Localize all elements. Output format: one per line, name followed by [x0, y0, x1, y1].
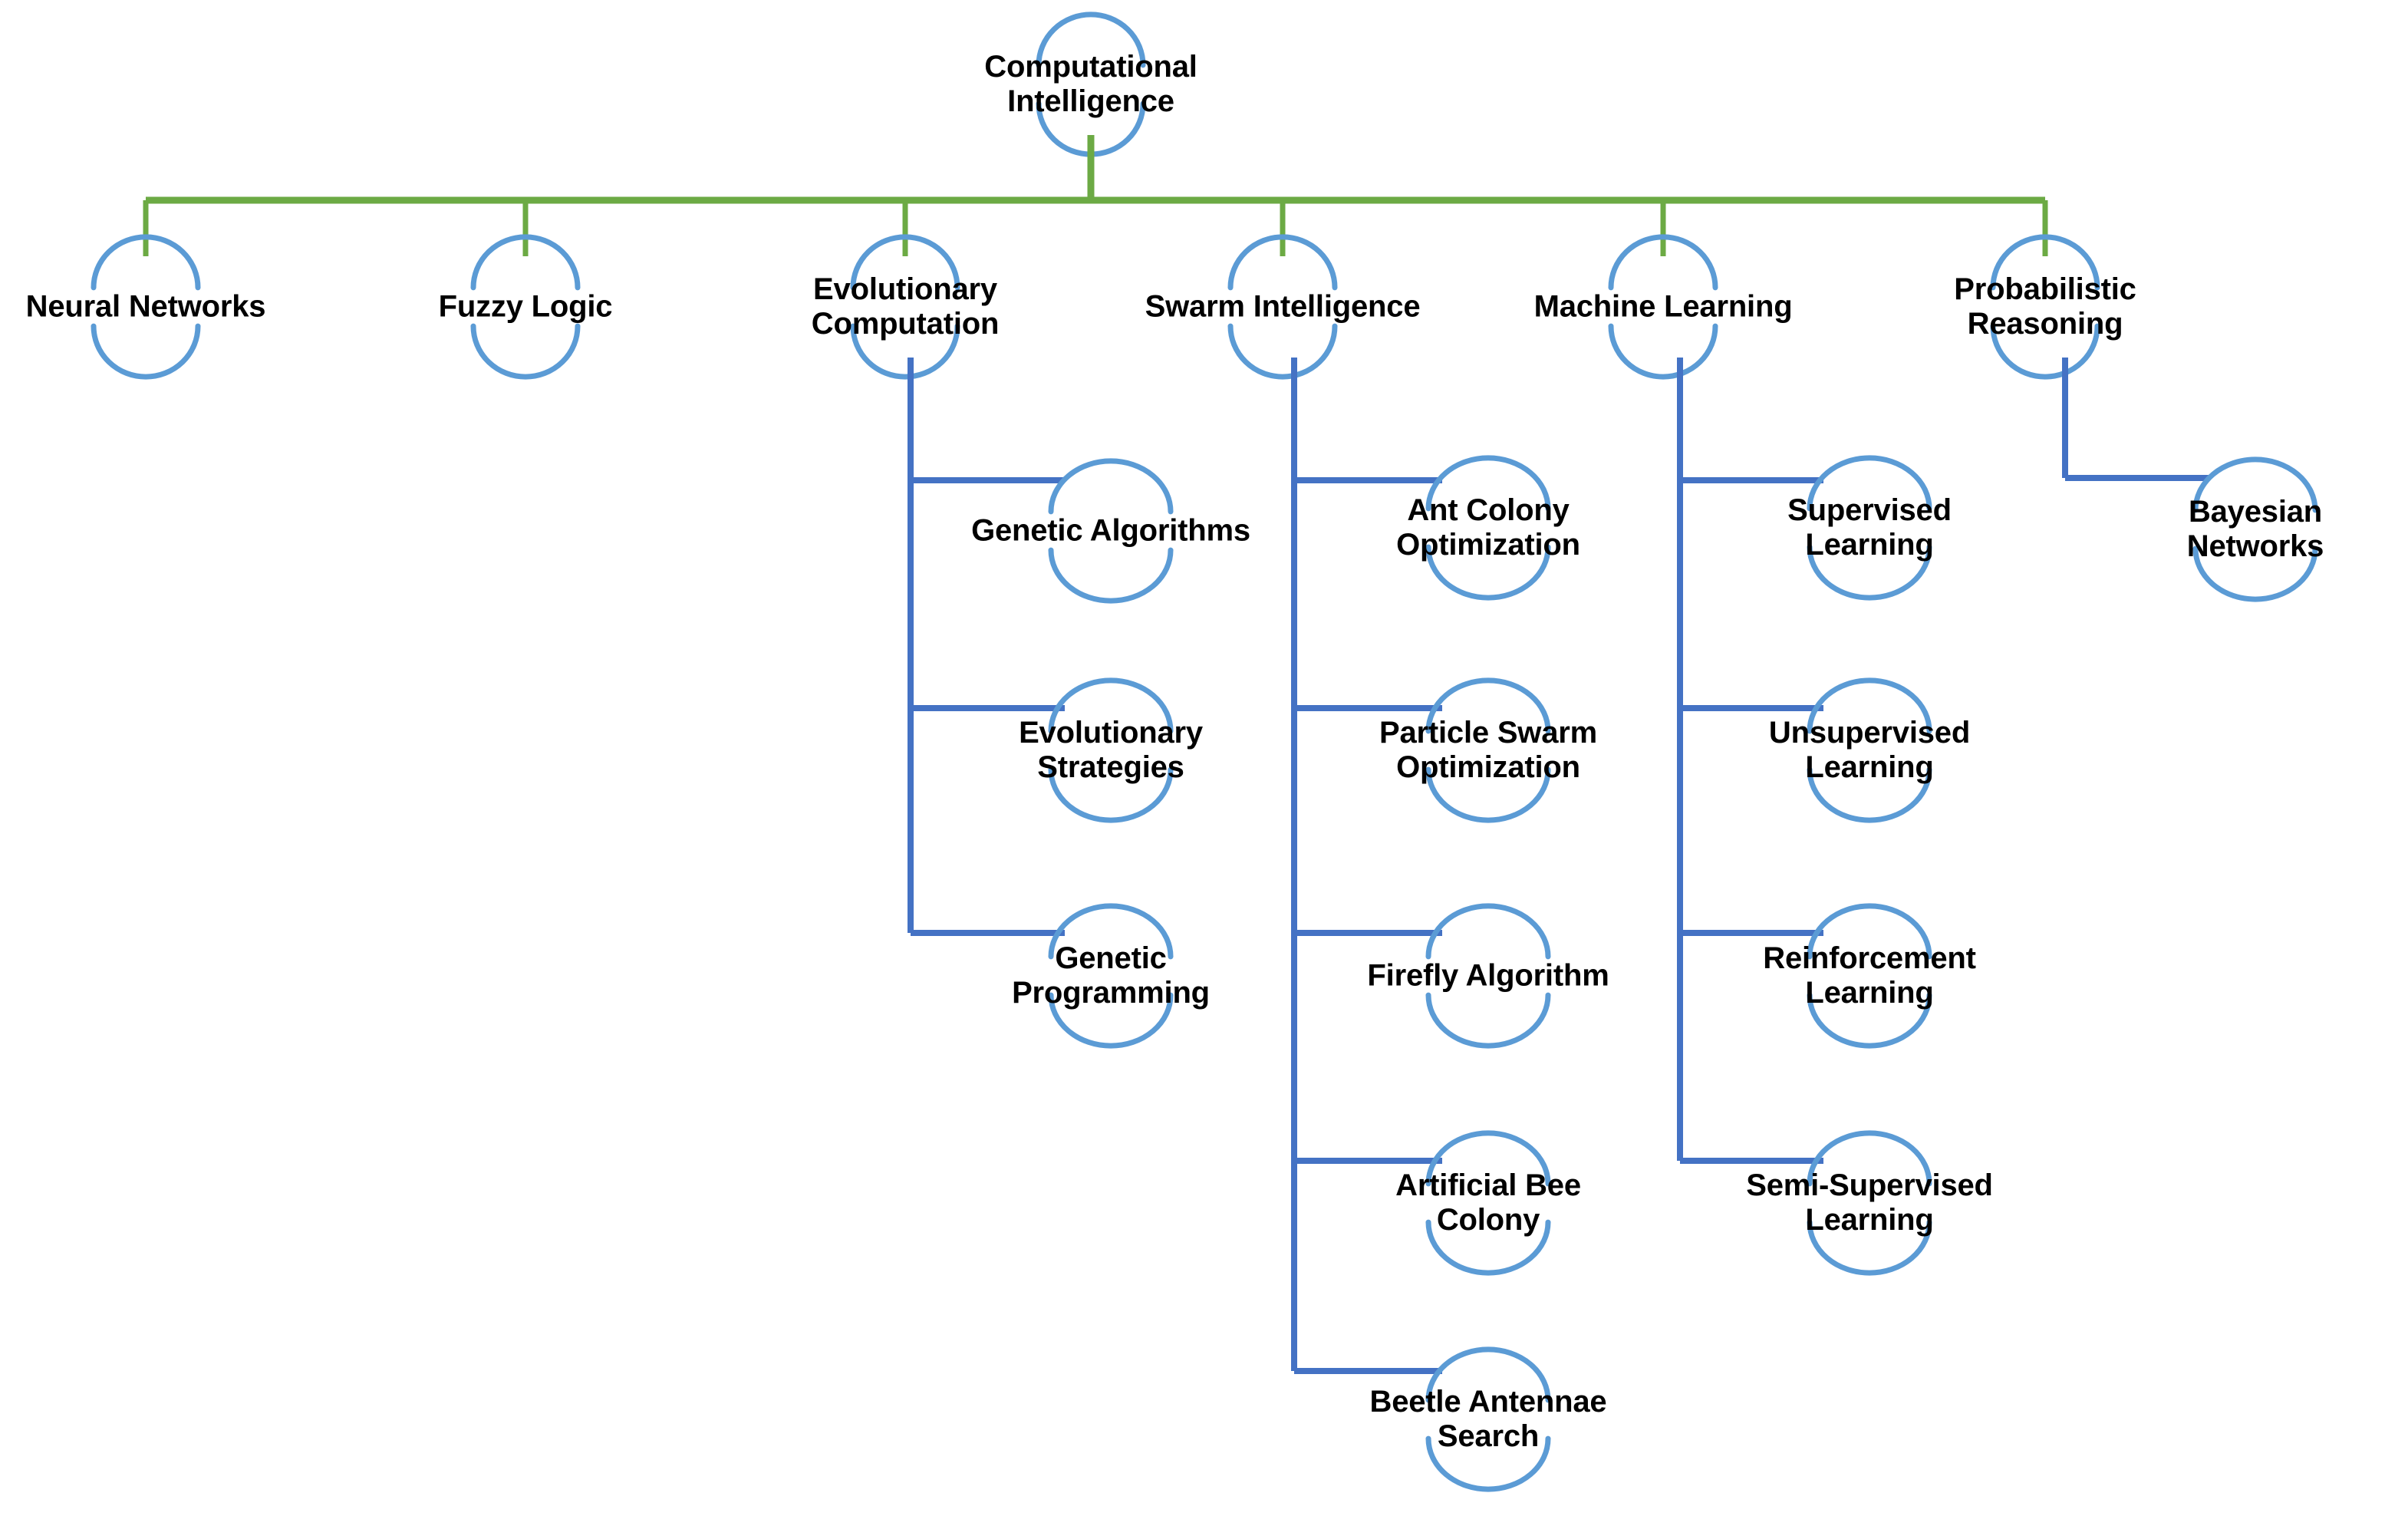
node-reinforcement-learning[interactable]: Reinforcement Learning [1763, 941, 1976, 1010]
node-semi-supervised-learning-arc-top [1807, 1130, 1932, 1187]
node-unsupervised-learning-arc-top [1807, 677, 1932, 734]
node-evolutionary-strategies-arc-top [1048, 677, 1174, 734]
node-genetic-algorithms-arc-bottom [1048, 547, 1174, 604]
node-evolutionary-strategies-arc-bottom [1048, 766, 1174, 823]
node-unsupervised-learning-arc-bottom [1807, 766, 1932, 823]
root-node-arc-top [1036, 12, 1146, 68]
node-supervised-learning-arc-bottom [1807, 544, 1932, 601]
node-evolutionary-computation-arc-bottom [850, 323, 960, 380]
node-machine-learning-arc-bottom [1608, 323, 1718, 380]
node-swarm-intelligence[interactable]: Swarm Intelligence [1145, 289, 1421, 324]
node-fuzzy-logic[interactable]: Fuzzy Logic [438, 289, 613, 324]
node-artificial-bee-colony-arc-top [1425, 1130, 1551, 1187]
node-computational-intelligence[interactable]: Computational Intelligence [984, 50, 1197, 118]
node-probabilistic-reasoning-arc-bottom [1990, 323, 2100, 380]
node-genetic-programming-arc-top [1048, 903, 1174, 960]
node-unsupervised-learning[interactable]: Unsupervised Learning [1768, 716, 1971, 784]
node-beetle-antennae-search[interactable]: Beetle Antennae Search [1369, 1385, 1607, 1453]
node-bayesian-networks-arc-top [2192, 456, 2318, 513]
node-ant-colony-optimization-arc-bottom [1425, 544, 1551, 601]
node-semi-supervised-learning[interactable]: Semi-Supervised Learning [1746, 1168, 1993, 1237]
node-probabilistic-reasoning[interactable]: Probabilistic Reasoning [1954, 272, 2136, 341]
node-particle-swarm-optimization-arc-bottom [1425, 766, 1551, 823]
node-particle-swarm-optimization-arc-top [1425, 677, 1551, 734]
node-neural-networks[interactable]: Neural Networks [25, 289, 266, 324]
node-genetic-programming[interactable]: Genetic Programming [1012, 941, 1210, 1010]
node-firefly-algorithm-arc-bottom [1425, 992, 1551, 1049]
node-fuzzy-logic-arc-bottom [470, 323, 581, 380]
node-supervised-learning[interactable]: Supervised Learning [1787, 493, 1952, 562]
node-bayesian-networks-arc-bottom [2192, 545, 2318, 602]
node-reinforcement-learning-arc-top [1807, 903, 1932, 960]
node-fuzzy-logic-arc-top [470, 234, 581, 291]
node-ant-colony-optimization[interactable]: Ant Colony Optimization [1396, 493, 1580, 562]
node-evolutionary-computation-arc-top [850, 234, 960, 291]
node-beetle-antennae-search-arc-bottom [1425, 1435, 1551, 1492]
node-ant-colony-optimization-arc-top [1425, 455, 1551, 512]
node-swarm-intelligence-arc-top [1227, 234, 1338, 291]
node-genetic-algorithms[interactable]: Genetic Algorithms [971, 513, 1250, 548]
node-semi-supervised-learning-arc-bottom [1807, 1219, 1932, 1276]
node-neural-networks-arc-top [91, 234, 201, 291]
node-machine-learning[interactable]: Machine Learning [1533, 289, 1793, 324]
node-probabilistic-reasoning-arc-top [1990, 234, 2100, 291]
node-reinforcement-learning-arc-bottom [1807, 992, 1932, 1049]
node-firefly-algorithm-arc-top [1425, 903, 1551, 960]
node-genetic-algorithms-arc-top [1048, 458, 1174, 515]
node-firefly-algorithm[interactable]: Firefly Algorithm [1367, 958, 1609, 993]
node-artificial-bee-colony-arc-bottom [1425, 1219, 1551, 1276]
node-neural-networks-arc-bottom [91, 323, 201, 380]
node-particle-swarm-optimization[interactable]: Particle Swarm Optimization [1379, 716, 1598, 784]
node-evolutionary-strategies[interactable]: Evolutionary Strategies [1019, 716, 1203, 784]
node-supervised-learning-arc-top [1807, 455, 1932, 512]
node-artificial-bee-colony[interactable]: Artificial Bee Colony [1395, 1168, 1581, 1237]
node-genetic-programming-arc-bottom [1048, 992, 1174, 1049]
node-swarm-intelligence-arc-bottom [1227, 323, 1338, 380]
node-bayesian-networks[interactable]: Bayesian Networks [2186, 495, 2324, 563]
node-beetle-antennae-search-arc-top [1425, 1346, 1551, 1403]
node-evolutionary-computation[interactable]: Evolutionary Computation [811, 272, 1000, 341]
node-machine-learning-arc-top [1608, 234, 1718, 291]
